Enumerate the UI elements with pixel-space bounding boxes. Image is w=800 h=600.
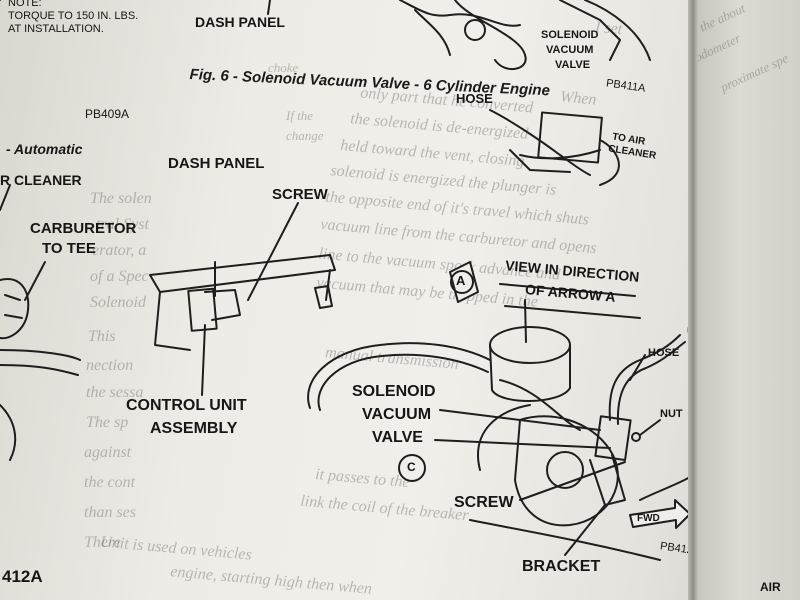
dash-panel-label-top: DASH PANEL <box>195 14 285 30</box>
facing-page: the about odometer proximate spe AIR <box>698 0 800 600</box>
control-unit-label: CONTROL UNIT <box>126 397 247 414</box>
solenoid-label-top: SOLENOID <box>541 29 599 41</box>
section-heading: - Automatic <box>6 141 83 157</box>
book-spine <box>688 0 698 600</box>
valve-label: VALVE <box>372 429 423 446</box>
background-text: If the <box>286 108 314 123</box>
background-text: This <box>88 328 116 345</box>
solenoid-label: SOLENOID <box>352 383 436 400</box>
vacuum-label-top: VACUUM <box>546 44 594 56</box>
carburetor-label: CARBURETOR <box>30 220 137 237</box>
background-text: erator, a <box>92 242 147 259</box>
page-ref-bottom-left: 412A <box>2 567 43 586</box>
nut-label: NUT <box>660 408 683 420</box>
background-text: than ses <box>84 504 136 521</box>
screw-label-bottom: SCREW <box>454 494 514 511</box>
hose-label-right: HOSE <box>648 347 680 359</box>
background-text: Solenoid <box>90 294 146 311</box>
background-text: of a Spec <box>90 268 149 285</box>
ref-code: PB409A <box>85 107 130 121</box>
torque-note-line: NOTE: <box>8 0 42 9</box>
bracket-label: BRACKET <box>522 558 601 575</box>
background-text: The solen <box>90 190 152 207</box>
vacuum-label: VACUUM <box>362 406 432 423</box>
background-text: There <box>84 534 121 551</box>
background-text: choke <box>268 60 299 75</box>
torque-note-line: AT INSTALLATION. <box>8 23 104 35</box>
assembly-label: ASSEMBLY <box>150 420 238 437</box>
carburetor-label: TO TEE <box>42 240 96 257</box>
background-text: the cont <box>84 474 136 491</box>
circle-c-label: C <box>407 460 416 474</box>
background-text: The sp <box>86 414 129 431</box>
background-text: change <box>286 128 324 143</box>
background-text: the sessa <box>86 384 144 401</box>
arrow-a-label: A <box>456 273 466 288</box>
background-text: against <box>84 444 132 461</box>
screw-label-top: SCREW <box>272 186 328 203</box>
air-cleaner-label: R CLEANER <box>0 172 82 188</box>
valve-label-top: VALVE <box>555 59 591 71</box>
air-footer-label: AIR <box>760 580 781 594</box>
torque-note-line: TORQUE TO 150 IN. LBS. <box>8 10 139 22</box>
hose-label-top: HOSE <box>456 91 493 106</box>
background-text: nection <box>86 357 134 374</box>
background-text: tral Syst <box>96 216 149 233</box>
fwd-label: FWD <box>637 513 660 524</box>
dash-panel-label: DASH PANEL <box>168 155 265 172</box>
